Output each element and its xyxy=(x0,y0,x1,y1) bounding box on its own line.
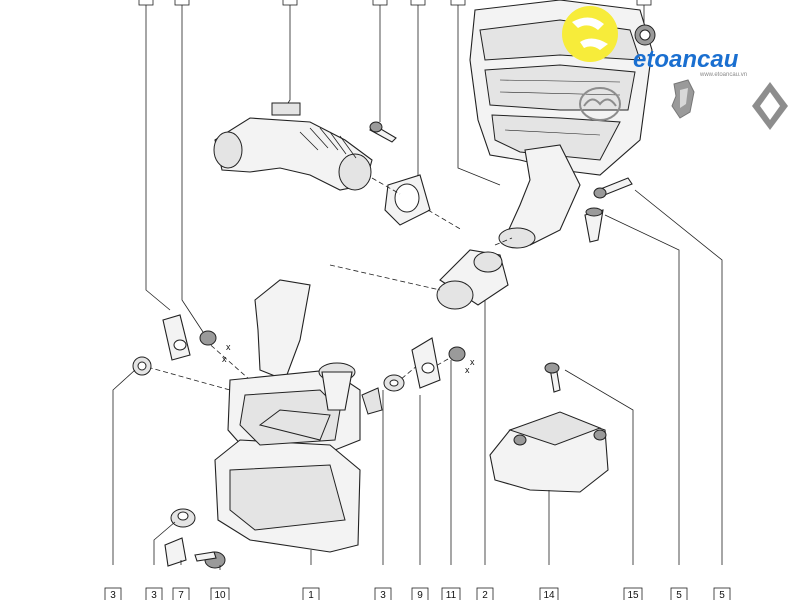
screw-15 xyxy=(593,177,633,199)
mazda-logo xyxy=(579,87,621,121)
cross-mark-2: x xyxy=(222,354,227,364)
brand-logo-swoosh-2 xyxy=(580,38,608,50)
callout-9: 9 xyxy=(411,587,429,600)
callout-3-c: 3 xyxy=(374,587,392,600)
lower-fasteners xyxy=(164,508,226,569)
callout-label: 10 xyxy=(214,590,226,600)
callout-label: 15 xyxy=(627,590,639,600)
cross-marks: x x x x xyxy=(222,342,475,375)
callout-3-a: 3 xyxy=(104,587,122,600)
brand-text: etoancau xyxy=(633,46,739,73)
callout-label: 14 xyxy=(543,590,555,600)
flange-2 xyxy=(384,174,431,226)
callout-5-a: 5 xyxy=(670,587,688,600)
cross-mark-3: x xyxy=(465,365,470,375)
callout-5-b: 5 xyxy=(713,587,731,600)
brand-logo-swoosh xyxy=(572,17,604,30)
peugeot-logo xyxy=(671,79,695,119)
callout-label: 2 xyxy=(482,590,488,600)
clip-5 xyxy=(584,207,604,243)
callout-label: 3 xyxy=(110,590,116,600)
callout-10: 10 xyxy=(210,587,230,600)
callout-3-b: 3 xyxy=(145,587,163,600)
callout-1: 1 xyxy=(302,587,320,600)
cross-mark-1: x xyxy=(226,342,231,352)
callout-label: 5 xyxy=(719,590,725,600)
etoancau-watermark: etoancau www.etoancau.vn xyxy=(562,6,747,78)
bolt-top xyxy=(369,121,397,143)
callout-2: 2 xyxy=(476,587,494,600)
callout-label: 11 xyxy=(446,590,457,600)
hose-2 xyxy=(436,249,509,310)
brand-subtext: www.etoancau.vn xyxy=(699,72,747,78)
callout-label: 9 xyxy=(417,590,423,600)
screw-15b xyxy=(544,362,561,393)
callout-label: 3 xyxy=(151,590,157,600)
callout-label: 5 xyxy=(676,590,682,600)
bottom-callouts: 3 3 7 10 1 3 9 11 2 14 15 5 5 xyxy=(104,587,731,600)
air-filter-box xyxy=(214,279,361,553)
callout-7: 7 xyxy=(172,587,190,600)
renault-logo xyxy=(752,82,788,130)
callout-11: 11 xyxy=(441,587,461,600)
air-intake-hose xyxy=(213,102,373,191)
bracket-right xyxy=(361,337,466,415)
bottom-leader-lines xyxy=(112,189,723,570)
callout-14: 14 xyxy=(539,587,559,600)
brand-logo-circle xyxy=(562,6,618,62)
top-leader-lines xyxy=(145,5,645,336)
engine-block xyxy=(469,0,656,249)
callout-label: 7 xyxy=(178,590,184,600)
cross-mark-4: x xyxy=(470,357,475,367)
resonator-14 xyxy=(489,411,609,493)
callout-15: 15 xyxy=(623,587,643,600)
callout-label: 3 xyxy=(380,590,386,600)
callout-label: 1 xyxy=(308,590,314,600)
bracket-left xyxy=(132,314,217,376)
